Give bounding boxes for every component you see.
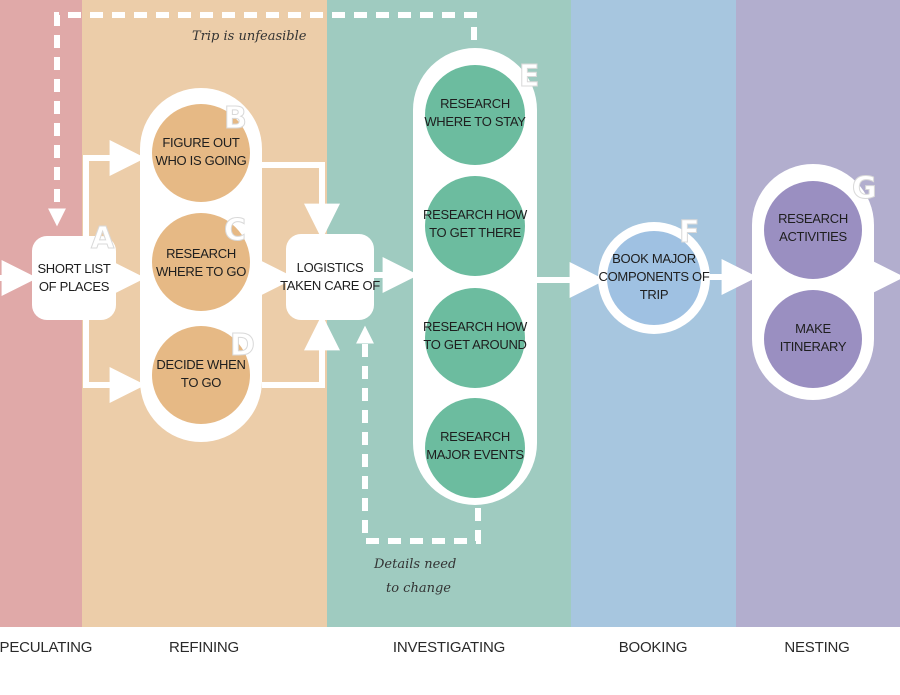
annotation-details-change-2: to change xyxy=(386,581,451,596)
letter-f: F xyxy=(679,215,700,250)
letter-d: D xyxy=(230,328,255,363)
container-logistics xyxy=(286,234,374,320)
letter-a: A xyxy=(91,221,115,256)
arrow-from-figure-out xyxy=(262,162,340,240)
node-where-stay xyxy=(425,65,525,165)
container-a xyxy=(32,236,116,320)
node-research-where-go xyxy=(152,213,250,311)
node-decide-when xyxy=(152,326,250,424)
stage-labels: SPECULATING REFINING INVESTIGATING BOOKI… xyxy=(0,639,850,656)
letter-e: E xyxy=(519,59,540,94)
node-activities xyxy=(764,181,862,279)
node-itinerary xyxy=(764,290,862,388)
node-how-get-around xyxy=(425,288,525,388)
annotation-trip-unfeasible: Trip is unfeasible xyxy=(192,29,307,44)
node-circles xyxy=(152,65,862,498)
letter-b: B xyxy=(224,101,247,136)
letter-g: G xyxy=(852,171,877,206)
node-figure-out xyxy=(152,104,250,202)
node-book-major xyxy=(607,231,701,325)
stage-label-nesting: NESTING xyxy=(784,639,849,656)
letter-c: C xyxy=(224,213,246,248)
dashed-loop-trip-unfeasible xyxy=(48,12,477,227)
container-e xyxy=(413,48,537,505)
stage-label-refining: REFINING xyxy=(169,639,239,656)
stage-label-speculating: SPECULATING xyxy=(0,639,92,656)
node-how-get-there xyxy=(425,176,525,276)
arrow-from-decide-when xyxy=(262,314,340,388)
annotations: Trip is unfeasible Details need to chang… xyxy=(192,29,456,596)
node-major-events xyxy=(425,398,525,498)
stage-label-booking: BOOKING xyxy=(619,639,688,656)
annotation-details-change-1: Details need xyxy=(373,557,456,572)
stage-label-investigating: INVESTIGATING xyxy=(393,639,505,656)
section-letters: A B C D E F G xyxy=(91,59,878,364)
feedback-loops xyxy=(48,12,481,544)
dashed-loop-details-change xyxy=(356,325,481,544)
